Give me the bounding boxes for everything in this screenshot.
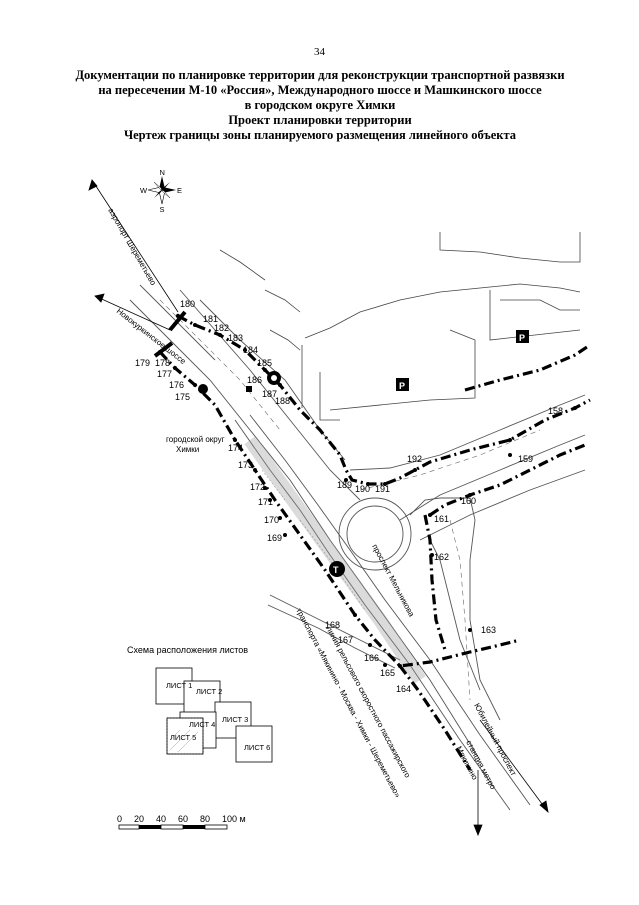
scale-tick: 20 [134, 814, 144, 824]
point-label: 160 [461, 496, 476, 506]
point-label: 180 [180, 299, 195, 309]
point-label: 168 [325, 620, 340, 630]
point-label: 175 [175, 392, 190, 402]
header-line-1: Документации по планировке территории дл… [75, 68, 565, 82]
project-boundary [158, 314, 591, 771]
label-airport: аэропорт Шереметьево [106, 207, 158, 288]
parking-label-1: P [399, 381, 405, 391]
inset-title: Схема расположения листов [127, 645, 248, 655]
point-label: 183 [228, 333, 243, 343]
sheet-3-label: ЛИСТ 3 [222, 715, 248, 724]
header-line-5: Чертеж границы зоны планируемого размеще… [123, 128, 517, 142]
label-district-2: Химки [176, 445, 199, 454]
street-labels: аэропорт Шереметьево Новокуркинское шосс… [106, 207, 518, 800]
point-label: 162 [434, 552, 449, 562]
header-line-3: в городском округе Химки [244, 98, 396, 112]
point-label: 182 [214, 323, 229, 333]
boundary-point-markers [158, 313, 577, 668]
parking-icon: P P [396, 330, 529, 391]
scale-bar: 0 20 40 60 80 100 м [117, 814, 246, 830]
point-label: 164 [396, 684, 411, 694]
boundary-solid-marks [153, 310, 187, 358]
point-label: 186 [247, 375, 262, 385]
scale-tick: 0 [117, 814, 122, 824]
point-label: 173 [238, 460, 253, 470]
point-label: 190 [355, 484, 370, 494]
point-label: 176 [169, 380, 184, 390]
point-label: 166 [364, 653, 379, 663]
point-label: 185 [257, 358, 272, 368]
header-line-4: Проект планировки территории [228, 113, 412, 127]
point-label: 189 [337, 480, 352, 490]
point-label: 181 [203, 314, 218, 324]
building-outlines [219, 232, 581, 421]
sheet-1-label: ЛИСТ 1 [166, 681, 192, 690]
compass-west: W [140, 186, 148, 195]
scale-tick: 100 м [222, 814, 246, 824]
sheet-layout-inset: Схема расположения листов ЛИСТ 1 ЛИСТ 2 … [127, 645, 273, 763]
point-label: 158 [548, 406, 563, 416]
point-label: 172 [250, 482, 265, 492]
point-label: 165 [380, 668, 395, 678]
point-label: 170 [264, 515, 279, 525]
point-label: 161 [434, 514, 449, 524]
landmark-icons [198, 371, 281, 394]
tram-stop-icon: Т [329, 561, 345, 577]
header-line-2: на пересечении М-10 «Россия», Международ… [98, 83, 542, 97]
compass-south: S [160, 205, 165, 214]
sheet-6-label: ЛИСТ 6 [244, 743, 270, 752]
document-header: Документации по планировке территории дл… [40, 68, 600, 143]
point-label: 187 [262, 389, 277, 399]
parking-label-2: P [519, 333, 525, 343]
scale-tick: 40 [156, 814, 166, 824]
page-number: 34 [314, 46, 325, 58]
tram-symbol: Т [333, 565, 339, 575]
point-label: 184 [243, 345, 258, 355]
compass-north: N [160, 168, 165, 177]
point-label: 159 [518, 454, 533, 464]
compass-rose-icon: N S E W [140, 168, 182, 214]
point-label: 188 [275, 396, 290, 406]
scale-tick: 80 [200, 814, 210, 824]
label-district: городской округ [166, 435, 225, 444]
point-label: 178 [155, 358, 170, 368]
point-label: 177 [157, 369, 172, 379]
sheet-5-label: ЛИСТ 5 [170, 733, 196, 742]
compass-east: E [177, 186, 182, 195]
sheet-4-label: ЛИСТ 4 [189, 720, 215, 729]
point-label: 191 [375, 484, 390, 494]
point-label: 174 [228, 443, 243, 453]
road-edges [129, 284, 586, 811]
point-label: 169 [267, 533, 282, 543]
point-label: 179 [135, 358, 150, 368]
scale-tick: 60 [178, 814, 188, 824]
point-label: 171 [258, 497, 273, 507]
point-number-labels: 158 159 160 161 162 163 164 165 166 167 … [135, 299, 563, 694]
sheet-2-label: ЛИСТ 2 [196, 687, 222, 696]
roundabout [338, 497, 412, 571]
direction-arrows [88, 179, 549, 837]
point-label: 192 [407, 454, 422, 464]
point-label: 163 [481, 625, 496, 635]
point-label: 167 [338, 635, 353, 645]
